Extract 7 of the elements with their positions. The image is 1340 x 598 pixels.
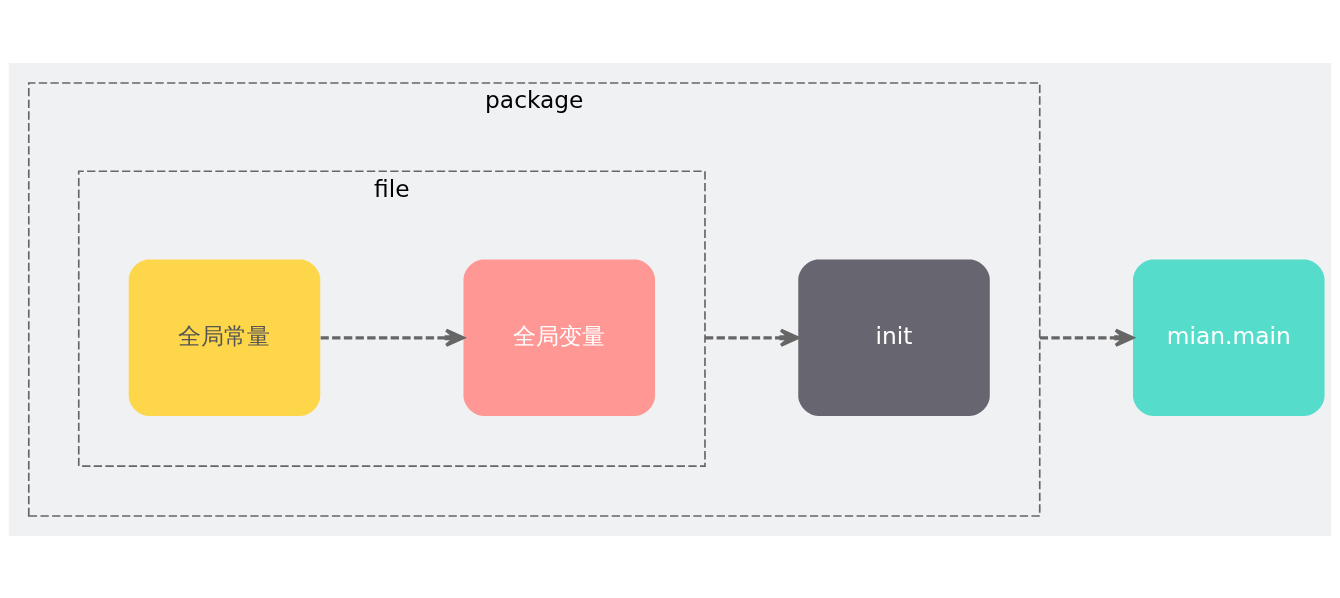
arrow [1039,328,1135,347]
arrow [705,328,800,347]
node-box: 全局变量 [463,259,655,416]
node-box: mian.main [1133,259,1325,416]
arrow [320,328,465,347]
node-box: 全局常量 [128,259,321,416]
node-box: init [798,259,990,416]
